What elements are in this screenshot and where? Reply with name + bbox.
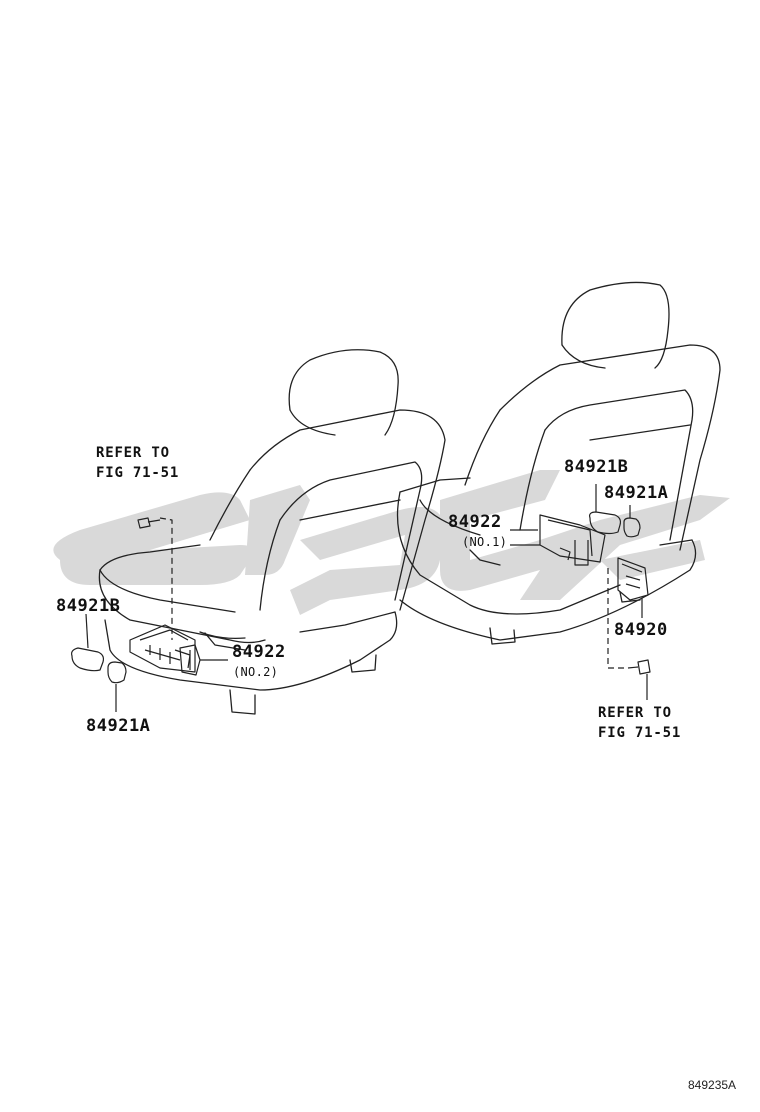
right-switch-assembly xyxy=(510,484,651,700)
left-seat-illustration xyxy=(98,349,446,715)
refer-right-line1: REFER TO xyxy=(598,705,672,721)
label-84922-no1: (NO.1) xyxy=(462,535,508,549)
refer-left-line2: FIG 71-51 xyxy=(96,465,180,481)
refer-right-line2: FIG 71-51 xyxy=(598,725,682,741)
left-switch-assembly xyxy=(71,517,228,712)
watermark-logo xyxy=(53,470,730,615)
figure-code: 849235A xyxy=(688,1078,737,1092)
label-84921B-right: 84921B xyxy=(564,457,629,477)
right-seat-illustration xyxy=(396,281,721,645)
label-84921A-left: 84921A xyxy=(86,716,151,736)
label-84920-right: 84920 xyxy=(614,620,668,640)
refer-left-line1: REFER TO xyxy=(96,445,170,461)
label-84921A-right: 84921A xyxy=(604,483,669,503)
label-84921B-left: 84921B xyxy=(56,596,121,616)
label-84922-left: 84922 xyxy=(232,642,286,662)
label-84922-no2: (NO.2) xyxy=(233,665,279,679)
label-84922-right: 84922 xyxy=(448,512,502,532)
